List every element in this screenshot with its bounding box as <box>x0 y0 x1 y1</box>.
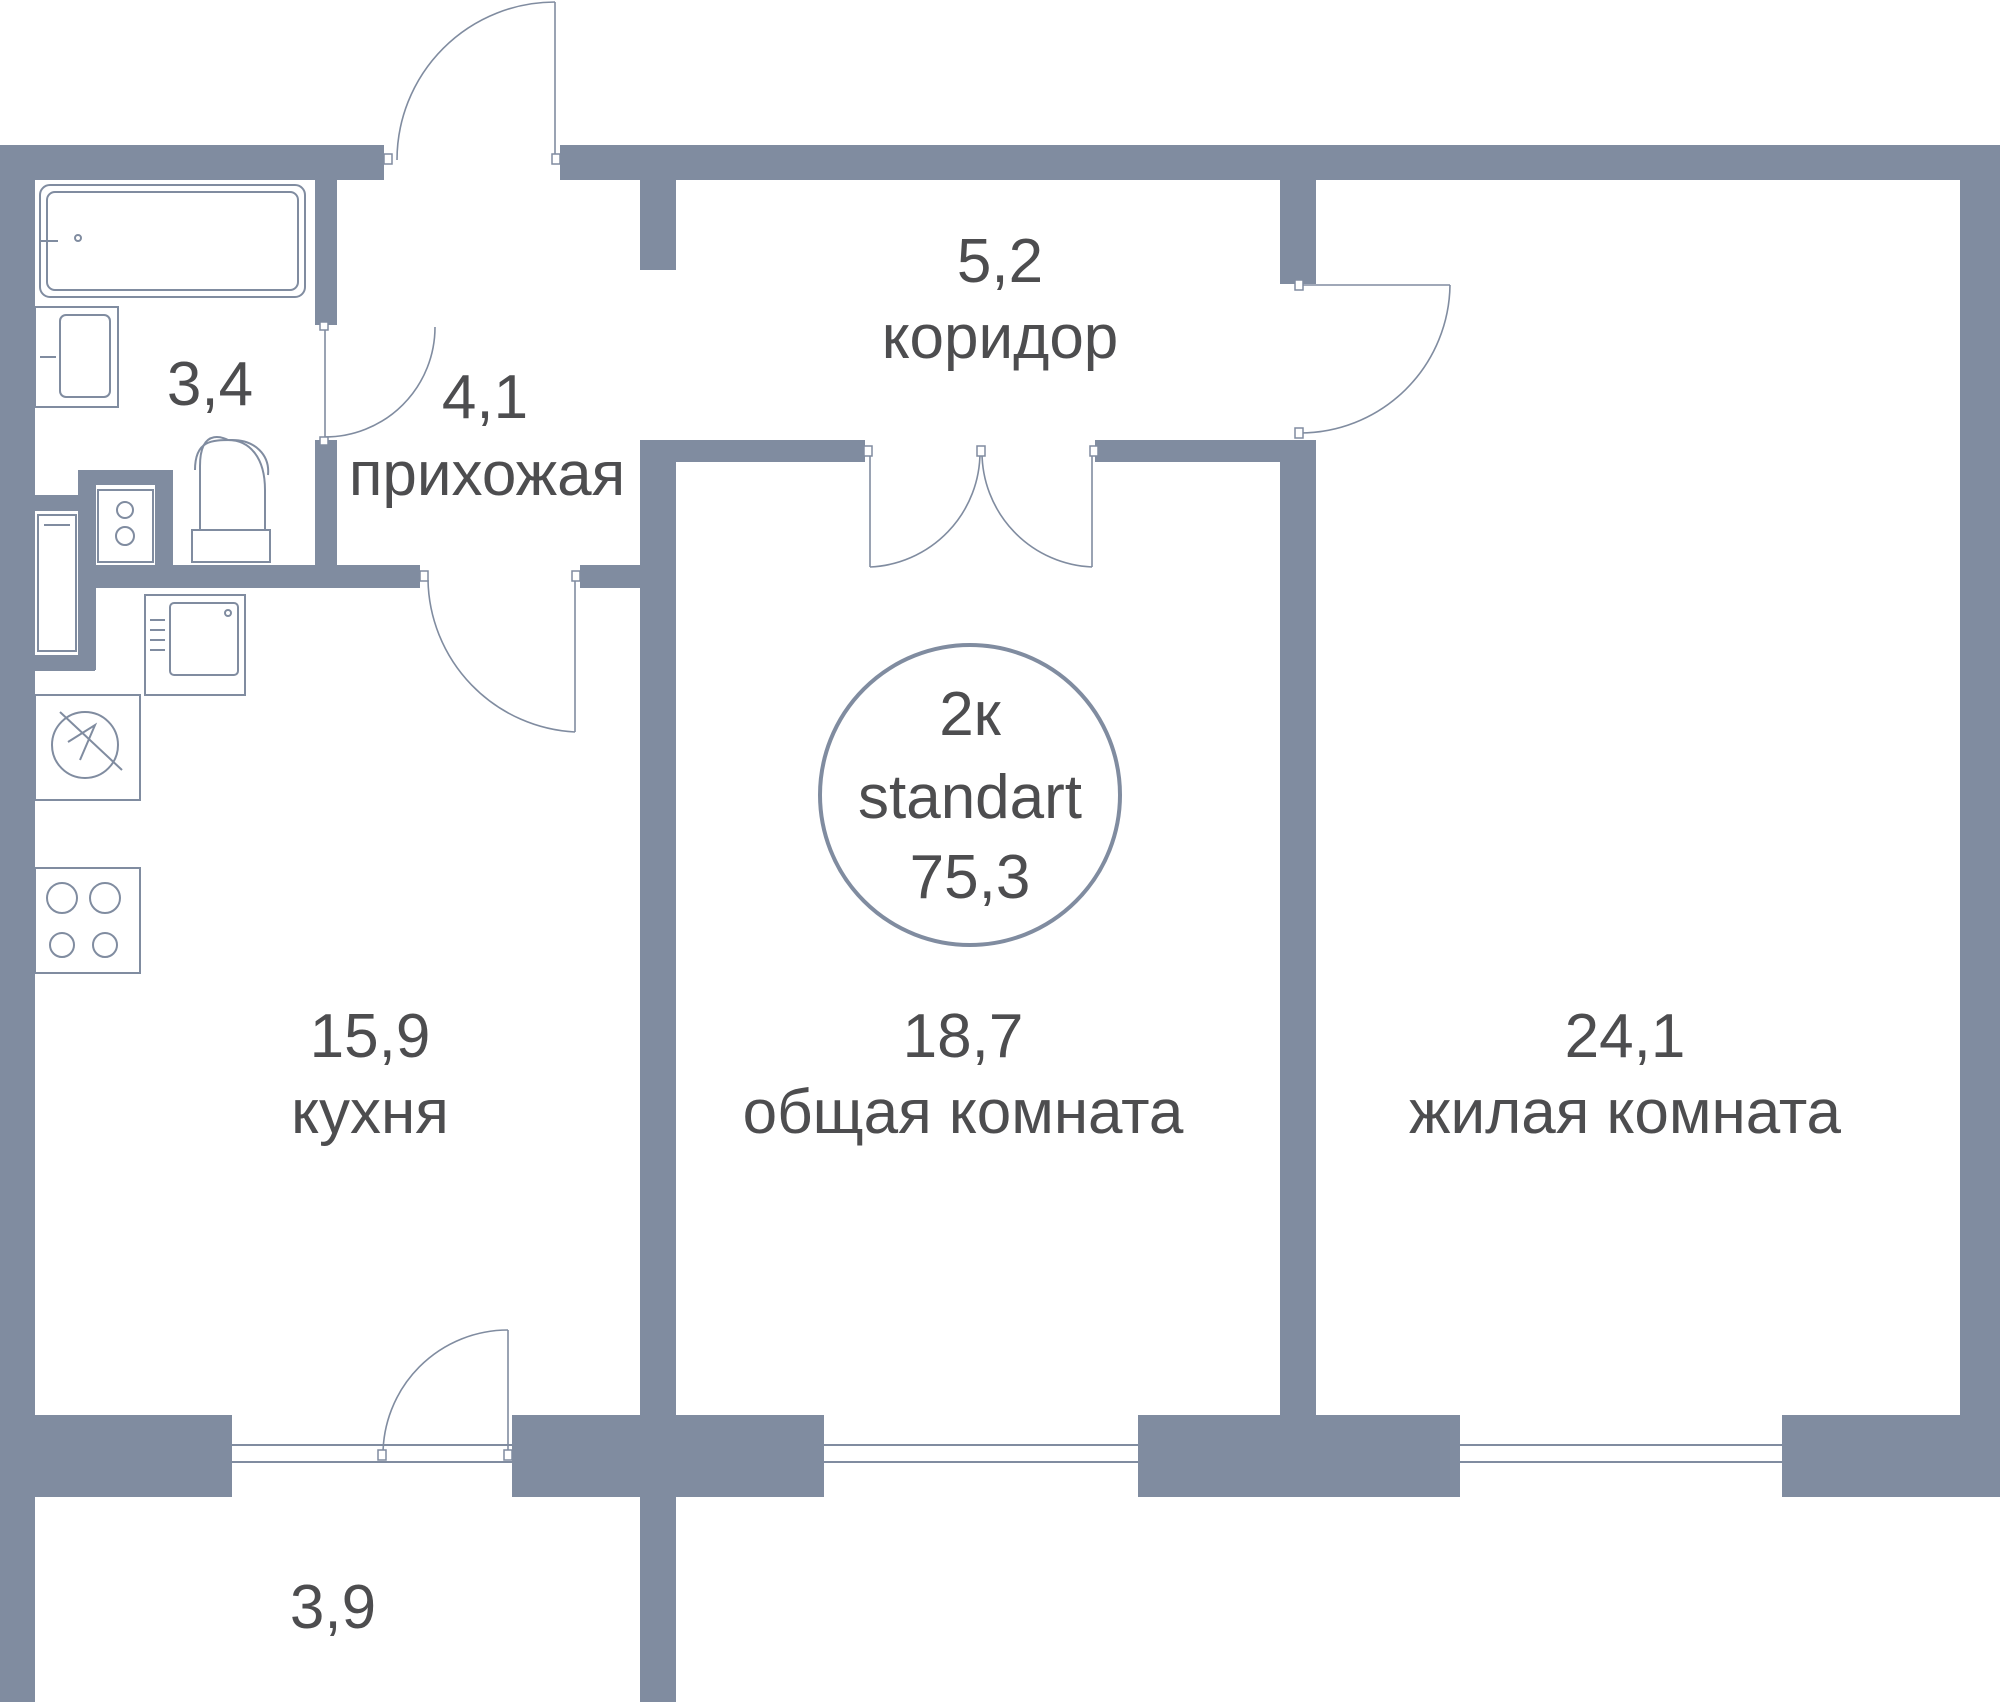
wall-boiler-niche-top <box>35 495 85 511</box>
badge-circle <box>818 643 1122 947</box>
kitchen-name: кухня <box>291 1078 449 1147</box>
balcony-area: 3,9 <box>290 1573 376 1642</box>
boiler-icon <box>37 514 77 652</box>
wall-bottom-1 <box>0 1415 232 1497</box>
kitchen-door <box>419 570 581 733</box>
living-room-name: жилая комната <box>1409 1078 1842 1147</box>
badge-total-area: 75,3 <box>910 843 1031 912</box>
hall-name: прихожая <box>349 440 625 509</box>
common-room-area: 18,7 <box>903 1002 1024 1071</box>
common-room-name: общая комната <box>743 1078 1184 1147</box>
wall-right <box>1960 145 2000 1415</box>
wall-kitchen-common <box>640 440 676 1415</box>
living-room-door <box>1294 279 1451 439</box>
wall-wm-niche-side <box>155 470 173 570</box>
refrigerator-icon <box>34 694 141 801</box>
common-room-double-door <box>863 445 1099 568</box>
wall-stub-corridor-left <box>640 180 676 270</box>
kitchen-window <box>232 1444 512 1463</box>
wall-boiler-niche-side <box>78 470 96 670</box>
wall-top-right <box>560 145 2000 180</box>
wall-balcony-left <box>0 1497 35 1702</box>
wall-left <box>0 145 35 1415</box>
wall-kitchen-top-right <box>580 565 640 588</box>
wall-balcony-right <box>640 1497 676 1702</box>
wall-top-left <box>0 145 384 180</box>
bathroom-door <box>319 321 436 446</box>
common-room-window <box>824 1444 1138 1463</box>
bathtub-icon <box>39 184 306 298</box>
badge-class: standart <box>858 763 1082 832</box>
stove-icon <box>34 867 141 974</box>
wall-bottom-3 <box>1138 1415 1460 1497</box>
doors <box>319 1 1451 1461</box>
walls <box>0 145 2000 1702</box>
toilet-icon <box>191 436 271 563</box>
wall-stub-corridor-right <box>1280 180 1316 278</box>
wall-common-top-right <box>1095 440 1315 462</box>
sink-icon <box>34 306 119 408</box>
wall-kitchen-bottom-right <box>640 1415 676 1497</box>
apartment-badge: 2к standart 75,3 <box>818 643 1122 947</box>
corridor-area: 5,2 <box>957 227 1043 296</box>
wall-common-top-left <box>640 440 865 462</box>
kitchen-sink-icon <box>144 594 246 696</box>
wall-bath-hall-upper <box>315 180 337 325</box>
kitchen-area: 15,9 <box>310 1002 431 1071</box>
windows <box>232 1444 1782 1463</box>
wall-boiler-niche-bottom <box>35 655 95 671</box>
wall-wm-niche-top <box>78 470 163 485</box>
corridor-name: коридор <box>882 303 1119 372</box>
badge-type: 2к <box>939 680 1001 749</box>
bathroom-area: 3,4 <box>167 350 253 419</box>
hall-area: 4,1 <box>442 363 528 432</box>
wall-bottom-4 <box>1782 1415 2000 1497</box>
entrance-door <box>383 1 561 165</box>
living-room-area: 24,1 <box>1565 1002 1686 1071</box>
wall-bath-hall-lower <box>315 440 337 565</box>
wall-common-living-upper <box>1280 440 1316 1415</box>
living-room-window <box>1460 1444 1782 1463</box>
fixtures <box>34 184 306 974</box>
room-labels: 3,4 4,1 прихожая 5,2 коридор 15,9 кухня … <box>167 227 1842 1642</box>
wall-kitchen-top-left <box>80 565 420 588</box>
balcony-door <box>377 1329 513 1461</box>
washing-machine-icon <box>97 489 154 563</box>
